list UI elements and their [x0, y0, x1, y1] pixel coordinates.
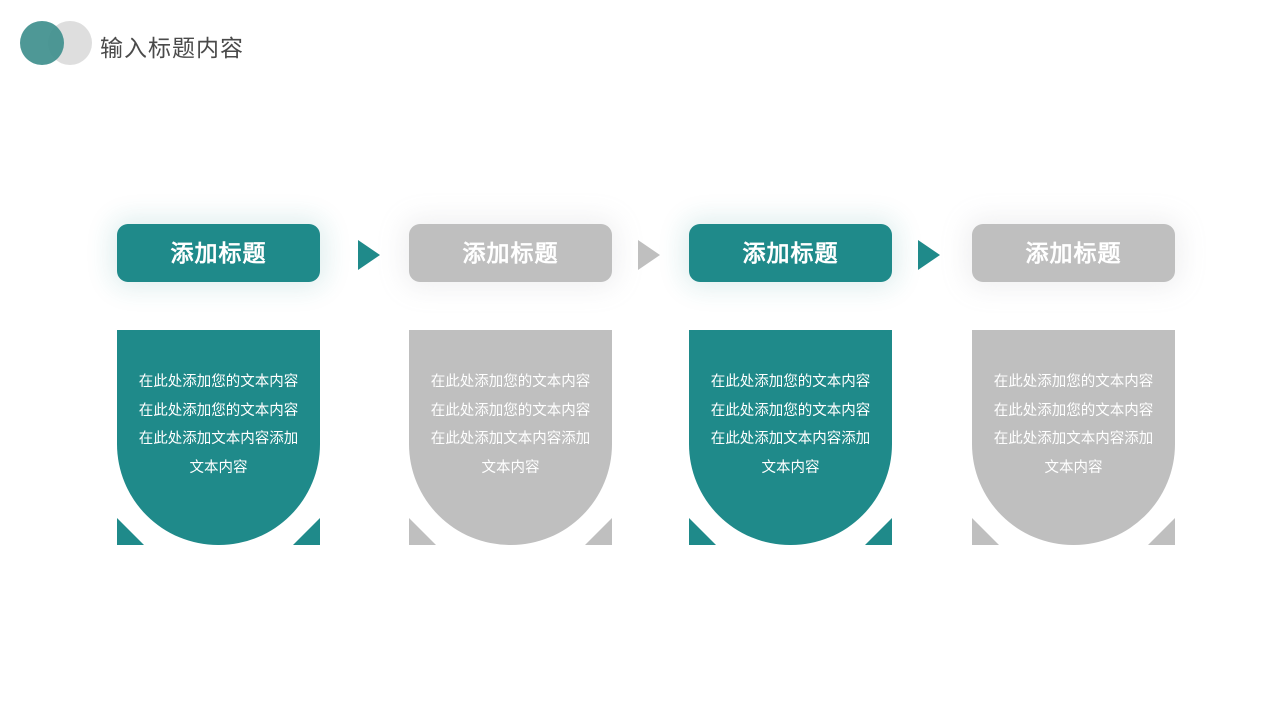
shield-tail-right-3 — [865, 518, 892, 545]
step-title-label-2: 添加标题 — [462, 239, 559, 266]
step-title-label-4: 添加标题 — [1025, 239, 1122, 266]
shield-tail-left-1 — [117, 518, 144, 545]
process-step-2: 添加标题 在此处添加您的文本内容在此处添加您的文本内容在此处添加文本内容添加文本… — [409, 0, 612, 720]
shield-tail-left-2 — [409, 518, 436, 545]
shield-tail-right-2 — [585, 518, 612, 545]
flow-arrow-3-icon — [918, 240, 940, 270]
step-title-button-2[interactable]: 添加标题 — [409, 224, 612, 282]
step-content-shield-1[interactable]: 在此处添加您的文本内容在此处添加您的文本内容在此处添加文本内容添加文本内容 — [117, 330, 320, 545]
step-body-text-2: 在此处添加您的文本内容在此处添加您的文本内容在此处添加文本内容添加文本内容 — [430, 374, 591, 476]
step-content-shield-4[interactable]: 在此处添加您的文本内容在此处添加您的文本内容在此处添加文本内容添加文本内容 — [972, 330, 1175, 545]
shield-body-4 — [972, 330, 1175, 545]
step-body-text-1: 在此处添加您的文本内容在此处添加您的文本内容在此处添加文本内容添加文本内容 — [138, 374, 299, 476]
step-content-shield-3[interactable]: 在此处添加您的文本内容在此处添加您的文本内容在此处添加文本内容添加文本内容 — [689, 330, 892, 545]
shield-tail-left-4 — [972, 518, 999, 545]
process-step-4: 添加标题 在此处添加您的文本内容在此处添加您的文本内容在此处添加文本内容添加文本… — [972, 0, 1175, 720]
flow-arrow-2-icon — [638, 240, 660, 270]
logo-mark — [20, 21, 100, 65]
shield-tail-right-4 — [1148, 518, 1175, 545]
step-body-text-4: 在此处添加您的文本内容在此处添加您的文本内容在此处添加文本内容添加文本内容 — [993, 374, 1154, 476]
flow-arrow-1-icon — [358, 240, 380, 270]
step-title-button-1[interactable]: 添加标题 — [117, 224, 320, 282]
shield-body-1 — [117, 330, 320, 545]
shield-tail-left-3 — [689, 518, 716, 545]
step-content-shield-2[interactable]: 在此处添加您的文本内容在此处添加您的文本内容在此处添加文本内容添加文本内容 — [409, 330, 612, 545]
step-title-button-4[interactable]: 添加标题 — [972, 224, 1175, 282]
process-step-1: 添加标题 在此处添加您的文本内容在此处添加您的文本内容在此处添加文本内容添加文本… — [117, 0, 320, 720]
step-title-label-1: 添加标题 — [170, 239, 267, 266]
shield-body-3 — [689, 330, 892, 545]
step-title-button-3[interactable]: 添加标题 — [689, 224, 892, 282]
step-body-text-3: 在此处添加您的文本内容在此处添加您的文本内容在此处添加文本内容添加文本内容 — [710, 374, 871, 476]
step-title-label-3: 添加标题 — [742, 239, 839, 266]
page-title: 输入标题内容 — [100, 35, 244, 61]
logo-circle-teal-icon — [20, 21, 64, 65]
slide-header: 输入标题内容 — [0, 0, 1280, 90]
process-step-3: 添加标题 在此处添加您的文本内容在此处添加您的文本内容在此处添加文本内容添加文本… — [689, 0, 892, 720]
shield-tail-right-1 — [293, 518, 320, 545]
shield-body-2 — [409, 330, 612, 545]
